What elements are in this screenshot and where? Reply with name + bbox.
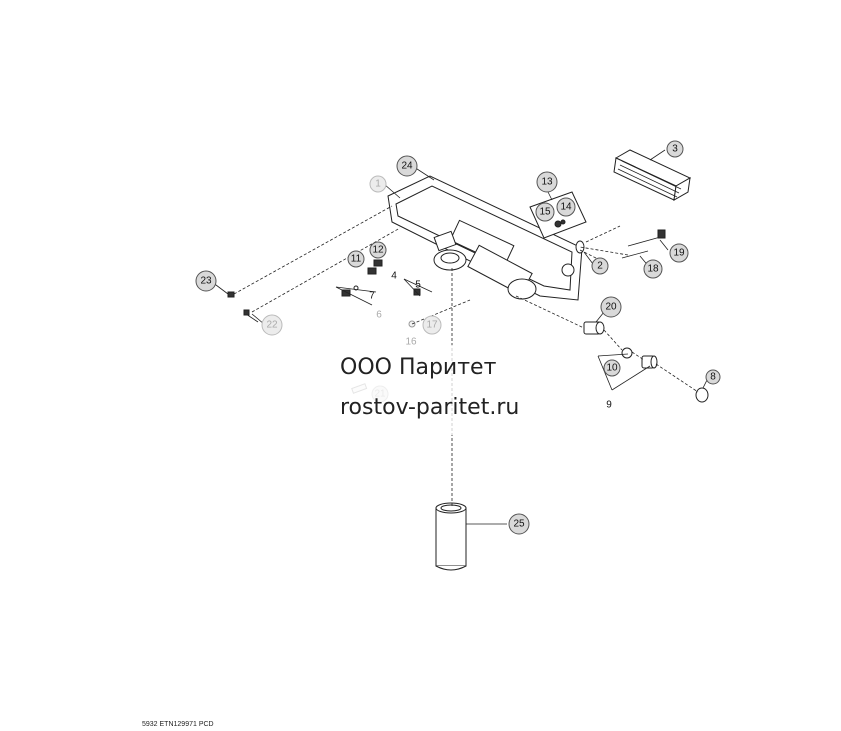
callout-22: 22 <box>261 314 283 336</box>
callout-14: 14 <box>556 197 576 217</box>
svg-text:9: 9 <box>606 400 612 411</box>
svg-text:22: 22 <box>266 320 278 331</box>
svg-text:19: 19 <box>673 248 685 259</box>
plug-9 <box>641 355 658 369</box>
callout-6: 6 <box>376 310 382 321</box>
callout-25: 25 <box>508 513 530 535</box>
callout-9: 9 <box>606 400 612 411</box>
svg-text:14: 14 <box>560 202 572 213</box>
svg-text:23: 23 <box>200 276 212 287</box>
callout-13: 13 <box>536 171 558 193</box>
callout-12: 12 <box>369 241 387 259</box>
seal-10 <box>621 347 633 359</box>
watermark-company: ООО Паритет <box>340 355 497 380</box>
oil-filter-25 <box>435 502 467 571</box>
drawing-code: 5932 ETN129971 PCD <box>142 721 214 728</box>
svg-text:3: 3 <box>672 144 678 155</box>
filter-head <box>433 219 537 300</box>
plug-20 <box>583 321 605 335</box>
leader-lines <box>211 149 708 525</box>
svg-text:1: 1 <box>375 179 381 190</box>
callout-3: 3 <box>666 140 684 158</box>
plug-5 <box>413 288 421 296</box>
plug-11 <box>367 267 377 275</box>
callout-7: 7 <box>369 291 375 302</box>
plug-12 <box>373 259 383 267</box>
svg-text:18: 18 <box>647 264 659 275</box>
bolt-22 <box>243 309 259 323</box>
pin-18 <box>621 250 649 259</box>
callout-11: 11 <box>347 250 365 268</box>
svg-text:10: 10 <box>606 363 618 374</box>
callout-5: 5 <box>415 280 421 291</box>
oring-8 <box>695 387 709 403</box>
callout-8: 8 <box>705 369 721 385</box>
svg-text:12: 12 <box>372 245 384 256</box>
svg-text:4: 4 <box>391 271 397 282</box>
callout-23: 23 <box>195 270 217 292</box>
callout-19: 19 <box>669 243 689 263</box>
svg-text:11: 11 <box>351 254 362 265</box>
callout-17: 17 <box>422 315 442 335</box>
svg-text:7: 7 <box>369 291 375 302</box>
watermark-backdrop <box>272 345 572 435</box>
watermark-url: rostov-paritet.ru <box>340 395 520 420</box>
bolt-19 <box>627 229 666 247</box>
callout-1: 1 <box>369 175 387 193</box>
bolt-23 <box>227 291 235 298</box>
svg-text:13: 13 <box>541 177 553 188</box>
svg-text:20: 20 <box>605 302 617 313</box>
callout-4: 4 <box>391 271 397 282</box>
svg-text:16: 16 <box>405 337 417 348</box>
callout-20: 20 <box>600 296 622 318</box>
callout-24: 24 <box>396 155 418 177</box>
svg-text:15: 15 <box>539 207 551 218</box>
oil-cooler-core <box>613 149 692 201</box>
svg-text:2: 2 <box>597 261 603 272</box>
svg-text:17: 17 <box>426 320 438 331</box>
callout-15: 15 <box>535 202 555 222</box>
svg-text:5: 5 <box>415 280 421 291</box>
gasket-2 <box>575 240 585 254</box>
plug-7 <box>341 289 351 297</box>
svg-text:8: 8 <box>710 372 716 383</box>
svg-text:24: 24 <box>401 161 413 172</box>
svg-text:6: 6 <box>376 310 382 321</box>
callout-10: 10 <box>603 359 621 377</box>
callout-2: 2 <box>591 257 609 275</box>
svg-text:25: 25 <box>513 519 525 530</box>
callout-18: 18 <box>643 259 663 279</box>
callout-16: 16 <box>405 337 417 348</box>
